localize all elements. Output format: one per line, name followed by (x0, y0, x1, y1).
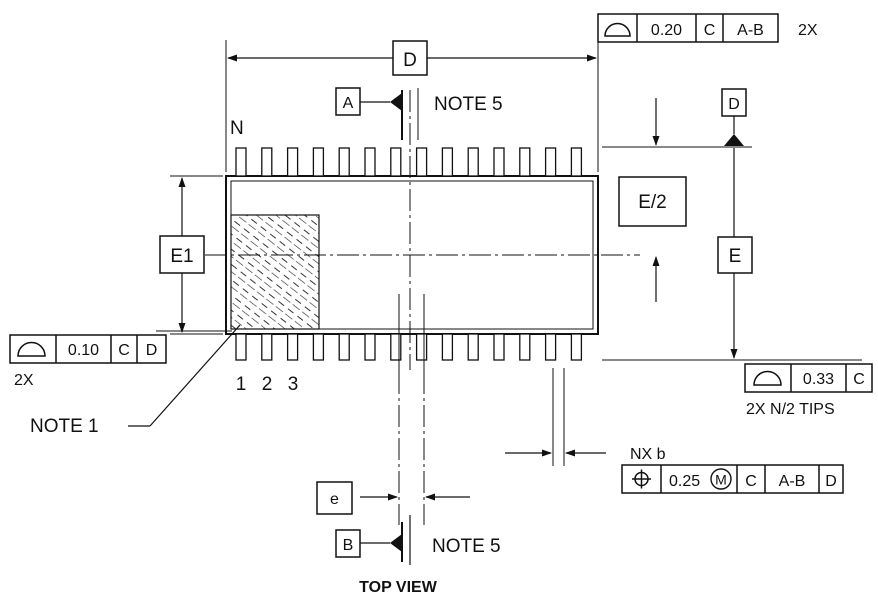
top-lead (544, 147, 557, 177)
surface-profile-icon (753, 370, 782, 386)
top-lead (235, 147, 247, 177)
position-fcf: 0.25 M C A-B D (621, 464, 844, 494)
note-1-callout: NOTE 1 (30, 324, 241, 437)
position-fcf-value: 0.25 (669, 473, 700, 490)
pin1-index-area (230, 214, 320, 330)
bottom-lead (441, 333, 454, 361)
fcf-right-value: 0.33 (803, 371, 834, 388)
mmc-modifier-label: M (715, 472, 727, 488)
fcf-left-ref1: C (118, 342, 130, 359)
dimension-e-half-label: E/2 (638, 192, 667, 213)
view-title: TOP VIEW (359, 579, 438, 596)
position-fcf-ref2: A-B (779, 473, 806, 490)
position-fcf-ref1: C (745, 473, 757, 490)
tips-label: 2X N/2 TIPS (746, 401, 835, 418)
top-lead (286, 147, 299, 177)
fcf-top-ref2: A-B (737, 22, 764, 39)
profile-fcf-left: 0.10 C D (9, 334, 167, 364)
pin-number-3: 3 (288, 374, 299, 395)
bottom-leads (235, 333, 583, 361)
top-lead (312, 147, 325, 177)
dimension-e1: E1 (159, 175, 223, 335)
fcf-top-ref1: C (704, 22, 716, 39)
bottom-lead (286, 333, 299, 361)
datum-d-label: D (728, 96, 740, 113)
pin-number-2: 2 (262, 374, 273, 395)
dimension-d: D (225, 40, 599, 172)
dimension-e1-label: E1 (170, 246, 193, 267)
datum-a: A (335, 87, 419, 140)
dimension-d-label: D (403, 50, 417, 71)
position-icon (632, 469, 651, 489)
datum-d: D (721, 88, 747, 146)
mmc-circle-m-icon: M (710, 468, 732, 490)
bottom-lead (493, 333, 505, 361)
bottom-lead (519, 333, 531, 361)
surface-profile-icon (17, 341, 46, 357)
profile-fcf-right: 0.33 C (744, 363, 873, 393)
fcf-left-ref2: D (146, 342, 158, 359)
position-fcf-ref3: D (825, 473, 837, 490)
profile-fcf-top: 0.20 C A-B 2X (597, 13, 818, 43)
datum-b-label: B (343, 537, 354, 554)
top-lead (364, 147, 376, 177)
fcf-top-2x-label: 2X (798, 22, 818, 39)
note-1-label: NOTE 1 (30, 416, 99, 437)
bottom-lead (467, 333, 479, 361)
bottom-lead (364, 333, 376, 361)
bottom-lead (338, 333, 350, 361)
fcf-left-2x-label: 2X (14, 372, 34, 389)
top-lead (467, 147, 479, 177)
bottom-lead (390, 333, 402, 361)
dimension-e: E (717, 148, 753, 359)
top-lead (338, 147, 350, 177)
top-lead (570, 147, 583, 177)
dimension-e-pitch: e (316, 294, 470, 525)
top-lead (441, 147, 454, 177)
datum-a-label: A (343, 95, 354, 112)
top-lead (390, 147, 402, 177)
top-leads (235, 147, 583, 177)
bottom-lead (570, 333, 583, 361)
fcf-top-value: 0.20 (651, 22, 682, 39)
bottom-lead (261, 333, 273, 361)
dimension-e-label: E (729, 246, 742, 267)
pin-n-label: N (230, 118, 244, 139)
top-lead (415, 147, 428, 177)
top-lead (493, 147, 505, 177)
note-5-bottom: NOTE 5 (432, 536, 501, 557)
bottom-lead (312, 333, 325, 361)
dimension-nx-b: NX b (505, 368, 666, 466)
bottom-lead (235, 333, 247, 361)
pin-number-1: 1 (236, 374, 247, 395)
top-lead (519, 147, 531, 177)
nx-b-label: NX b (630, 446, 666, 463)
bottom-lead (544, 333, 557, 361)
dimension-e-pitch-label: e (330, 491, 339, 508)
note-5-top: NOTE 5 (434, 94, 503, 115)
surface-profile-icon (604, 22, 631, 37)
top-lead (261, 147, 273, 177)
dimension-e-half: E/2 (618, 98, 687, 302)
fcf-left-value: 0.10 (68, 342, 99, 359)
fcf-right-ref1: C (853, 371, 865, 388)
bottom-lead (415, 333, 428, 361)
datum-b: B (335, 515, 411, 565)
